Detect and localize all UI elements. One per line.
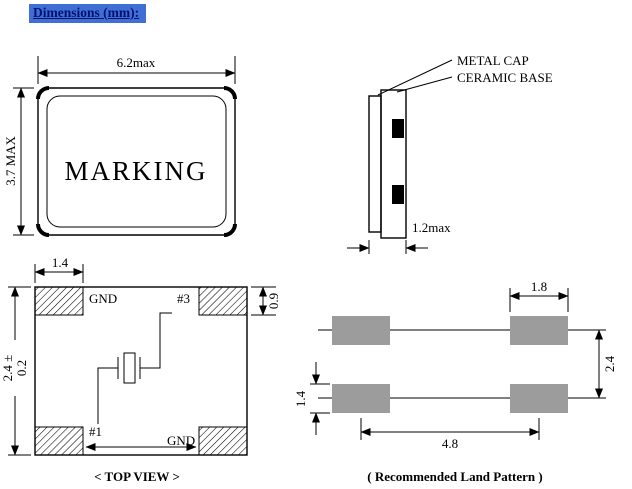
- dim-land-horizontal-pitch: 4.8: [360, 418, 540, 451]
- land-pattern: 1.8 2.4 1.4 4.8 ( Recommended Land Patte…: [293, 279, 617, 484]
- crystal-symbol: [97, 312, 172, 424]
- dim-thickness-value: 1.2max: [412, 220, 451, 235]
- marking-label: MARKING: [64, 156, 207, 186]
- side-view: METAL CAP CERAMIC BASE 1.2max: [347, 53, 553, 254]
- dim-body-height-value-line2: 0.2: [14, 360, 29, 376]
- pad-bottom-left-label: #1: [89, 424, 102, 439]
- corner-accent: [223, 86, 237, 100]
- corner-accent: [36, 86, 50, 100]
- land-pattern-caption: ( Recommended Land Pattern ): [367, 469, 542, 484]
- dim-land-vertical-pitch: 2.4: [572, 329, 617, 399]
- dim-pad-height-value: 0.9: [266, 293, 281, 309]
- dim-land-pad-width: 1.8: [509, 279, 569, 312]
- dim-land-pad-width-value: 1.8: [531, 279, 547, 294]
- ceramic-base-leader: [396, 76, 453, 93]
- ceramic-base-shape: [380, 89, 407, 239]
- pad-top-left-label: GND: [89, 291, 117, 306]
- dim-package-height: 3.7 MAX: [3, 87, 34, 236]
- package-front-view: MARKING 6.2max 3.7 MAX: [3, 55, 237, 237]
- pad-bottom-left: [34, 426, 84, 456]
- top-view: GND #3 #1 GND 1.4 0.9 2.4: [0, 255, 281, 484]
- land-pad-bottom-right: [510, 384, 568, 413]
- corner-accent: [36, 223, 50, 237]
- dim-package-width: 6.2max: [37, 55, 236, 84]
- corner-accent: [223, 223, 237, 237]
- dim-land-horizontal-pitch-value: 4.8: [442, 436, 458, 451]
- dim-package-width-value: 6.2max: [117, 55, 156, 70]
- ceramic-base-label: CERAMIC BASE: [457, 70, 553, 85]
- land-pad-top-right: [510, 316, 568, 345]
- dim-body-height-tolerance: 2.4 ± 0.2: [0, 286, 31, 456]
- dim-pad-width-value: 1.4: [52, 255, 69, 270]
- dim-body-height-value-line1: 2.4 ±: [0, 355, 15, 382]
- pad-bottom-right: [198, 426, 248, 456]
- side-pad: [392, 119, 404, 138]
- land-pad-top-left: [332, 316, 390, 345]
- dim-thickness: 1.2max: [347, 220, 451, 254]
- side-pad: [392, 185, 404, 204]
- metal-cap-label: METAL CAP: [457, 53, 529, 68]
- top-view-caption: < TOP VIEW >: [94, 469, 180, 484]
- top-view-outline: [34, 286, 248, 456]
- pad-top-left: [34, 286, 84, 316]
- package-outline: [37, 87, 236, 236]
- pad-bottom-right-label: GND: [167, 433, 195, 448]
- land-pad-bottom-left: [332, 384, 390, 413]
- metal-cap-shape: [368, 95, 382, 233]
- page-title: Dimensions (mm):: [29, 4, 147, 23]
- dim-land-pad-height-value: 1.4: [293, 390, 308, 407]
- package-inner-outline: [46, 95, 227, 228]
- pad-top-right-label: #3: [177, 291, 190, 306]
- dim-pad-width: 1.4: [34, 255, 84, 283]
- pad-top-right: [198, 286, 248, 316]
- dim-land-vertical-pitch-value: 2.4: [602, 355, 617, 372]
- dim-package-height-value: 3.7 MAX: [3, 135, 18, 185]
- dim-pad-height: 0.9: [251, 286, 281, 316]
- metal-cap-leader: [377, 59, 453, 96]
- dim-land-pad-height: 1.4: [293, 362, 330, 435]
